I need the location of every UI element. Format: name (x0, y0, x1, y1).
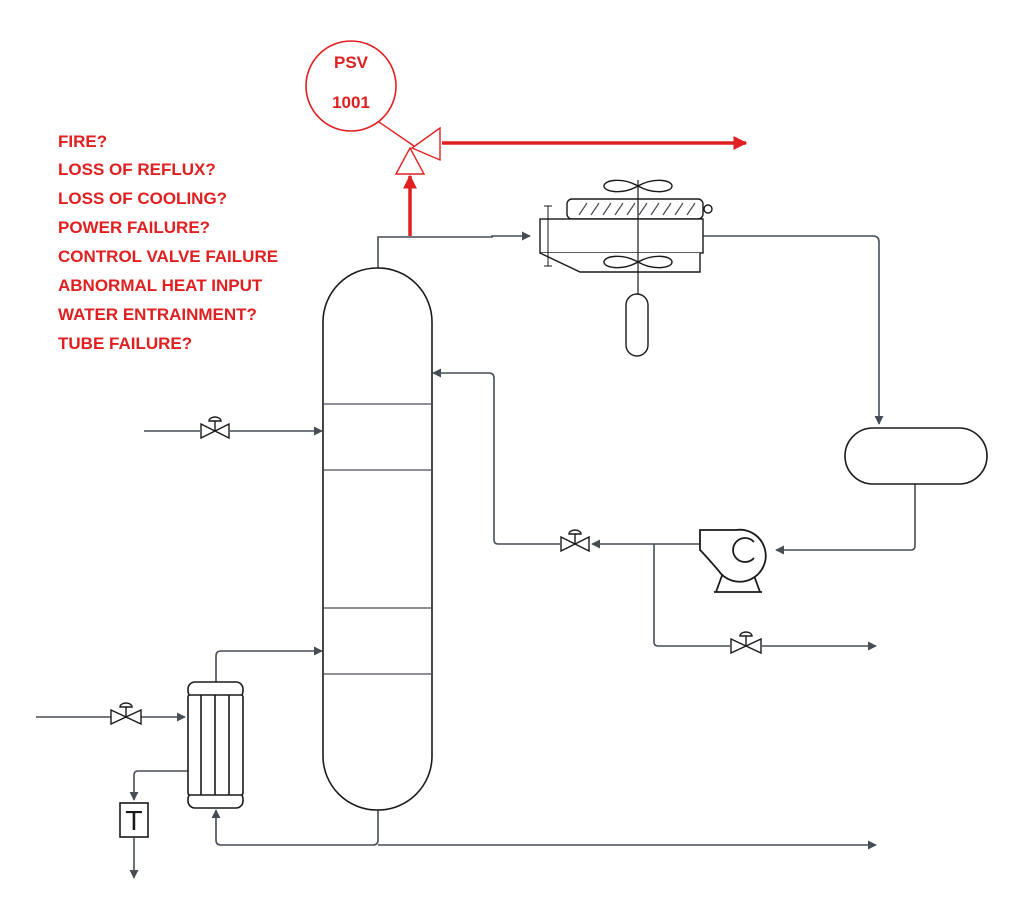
gate-valve-icon[interactable] (200, 416, 230, 440)
scenario-item: LOSS OF REFLUX? (58, 160, 216, 179)
scenario-item: FIRE? (58, 132, 107, 151)
bottoms-line (211, 809, 379, 846)
relief-system: PSV 1001 (305, 40, 748, 236)
centrifugal-pump-icon (699, 528, 767, 593)
psv-tag-number: 1001 (332, 93, 370, 112)
condensate-line (129, 770, 188, 801)
steam-trap: T (119, 802, 149, 838)
gate-valve-icon[interactable] (110, 702, 142, 726)
scenario-item: LOSS OF COOLING? (58, 189, 227, 208)
pump-suction-line (775, 484, 916, 555)
scenario-item: CONTROL VALVE FAILURE (58, 247, 278, 266)
psv-tag-bubble (305, 40, 397, 132)
scenario-item: WATER ENTRAINMENT? (58, 305, 257, 324)
steam-trap-label: T (125, 807, 142, 837)
scenario-item: POWER FAILURE? (58, 218, 210, 237)
shell-tube-exchanger-icon (187, 681, 244, 809)
scenario-item: TUBE FAILURE? (58, 334, 192, 353)
psv-tag-prefix: PSV (334, 53, 369, 72)
air-cooled-exchanger-icon (539, 179, 713, 357)
reflux-line (432, 368, 560, 545)
piping (36, 235, 916, 879)
overhead-vapor-line (377, 236, 530, 268)
distillation-column (322, 267, 433, 811)
reflux-accumulator (844, 427, 988, 485)
condenser-outlet-line (703, 235, 884, 425)
gate-valve-icon[interactable] (730, 631, 762, 655)
distillate-line (653, 544, 876, 646)
psv-leader-line (375, 119, 415, 147)
pressure-safety-valve-icon[interactable] (394, 126, 441, 175)
scenario-item: ABNORMAL HEAT INPUT (58, 276, 263, 295)
gate-valve-icon[interactable] (560, 529, 590, 553)
relief-scenarios-list: FIRE? LOSS OF REFLUX? LOSS OF COOLING? P… (58, 132, 278, 353)
reboiler-vapor-return-line (215, 646, 323, 682)
